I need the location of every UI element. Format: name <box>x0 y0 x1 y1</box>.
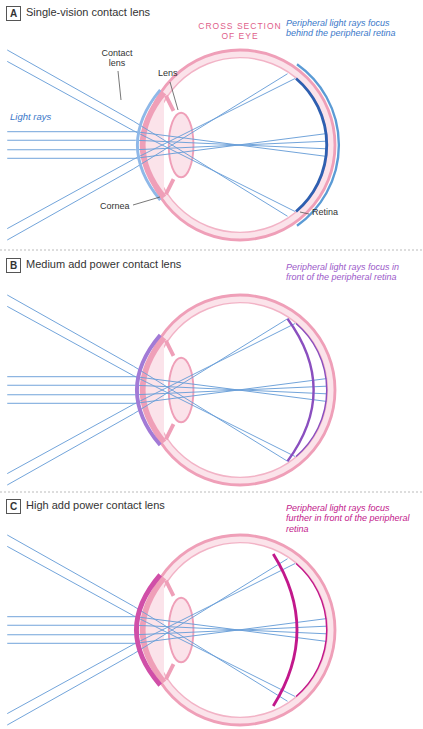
panel-title: Medium add power contact lens <box>26 258 181 271</box>
panel-letter: C <box>10 502 17 512</box>
panel-letter-box: A <box>6 6 21 21</box>
part-label: Contact lens <box>92 48 142 69</box>
panel-letter: B <box>10 261 17 271</box>
focus-note: Peripheral light rays focus behind the p… <box>286 18 418 39</box>
panel-letter: A <box>10 9 17 19</box>
panel-letter-box: B <box>6 258 21 273</box>
part-label: Lens <box>158 68 178 78</box>
panel-letter-box: C <box>6 499 21 514</box>
focus-note: Peripheral light rays focus in front of … <box>286 262 418 283</box>
panel-title: Single-vision contact lens <box>26 6 150 19</box>
part-label: Cornea <box>100 201 130 211</box>
part-label: Retina <box>312 207 338 217</box>
section-heading: CROSS SECTION OF EYE <box>195 22 285 42</box>
panel-title: High add power contact lens <box>26 499 165 512</box>
focus-note: Peripheral light rays focus further in f… <box>286 503 418 534</box>
rays-label: Light rays <box>10 112 51 123</box>
